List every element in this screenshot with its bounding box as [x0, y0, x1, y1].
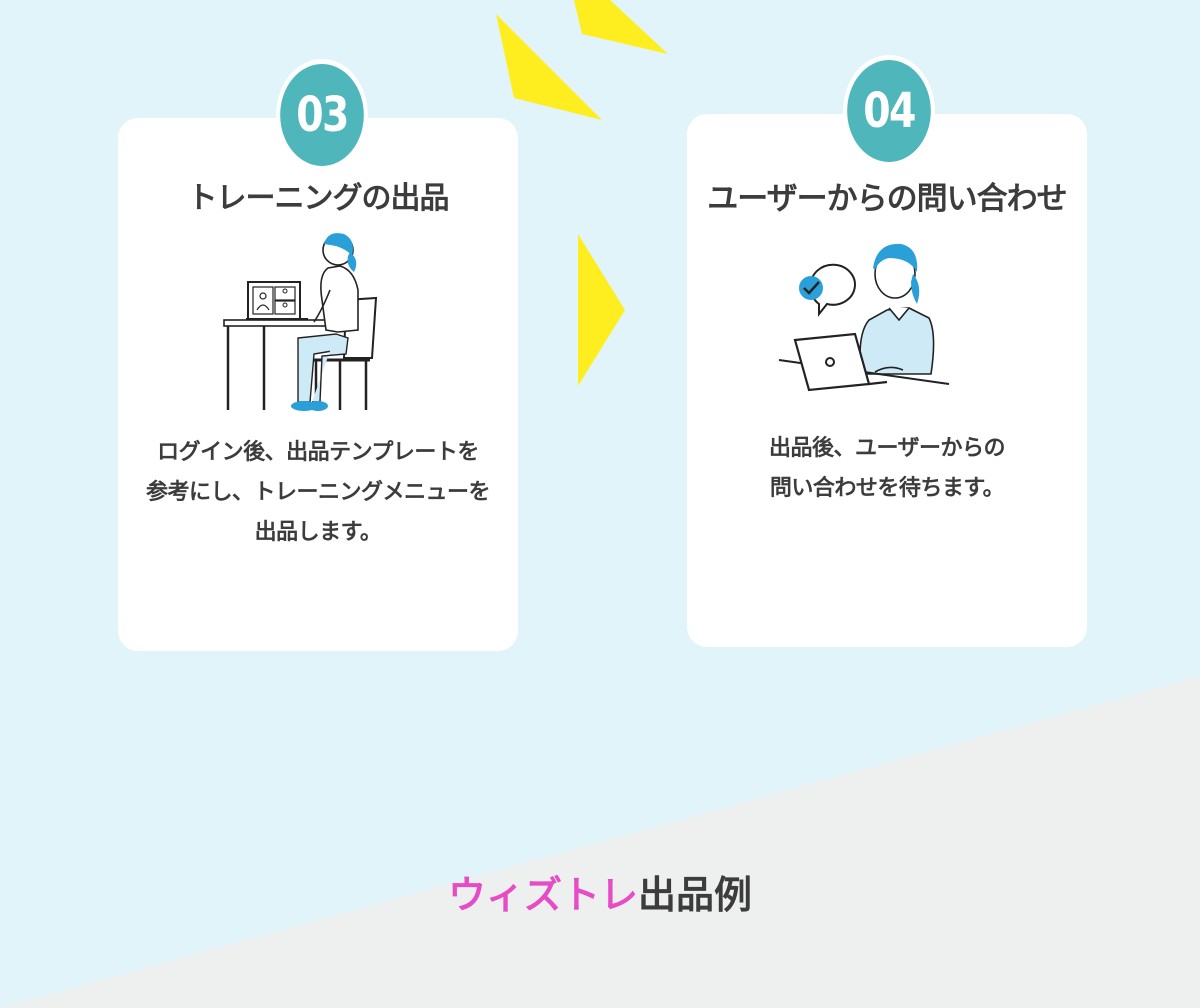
yellow-spark-1 [496, 14, 602, 120]
step-title: ユーザーからの問い合わせ [707, 181, 1067, 217]
step-description: ログイン後、出品テンプレートを 参考にし、トレーニングメニューを 出品します。 [145, 440, 491, 545]
step-card-04: ユーザーからの問い合わせ 出品後、ユーザーからの 問い合わせを待ちます。 [687, 114, 1087, 647]
step-title: トレーニングの出品 [187, 181, 450, 216]
step-card-03: トレーニングの出品 ログイン後、出品テンプレートを 参考にし、ト [118, 118, 518, 651]
section-title-accent: ウィズトレ [447, 873, 638, 917]
yellow-spark-2 [574, 0, 668, 54]
section-title: ウィズトレ出品例 [0, 864, 1200, 919]
woman-laptop-checkmark-icon [778, 243, 950, 392]
woman-at-desk-video-call-icon [223, 233, 378, 411]
lower-gray-panel [0, 676, 1200, 1008]
step-number-badge-04: 04 [843, 55, 935, 167]
step-description: 出品後、ユーザーからの 問い合わせを待ちます。 [768, 436, 1006, 501]
section-title-rest: 出品例 [638, 873, 753, 917]
step-number-badge-03: 03 [276, 59, 368, 171]
yellow-arrow-right [578, 234, 625, 386]
